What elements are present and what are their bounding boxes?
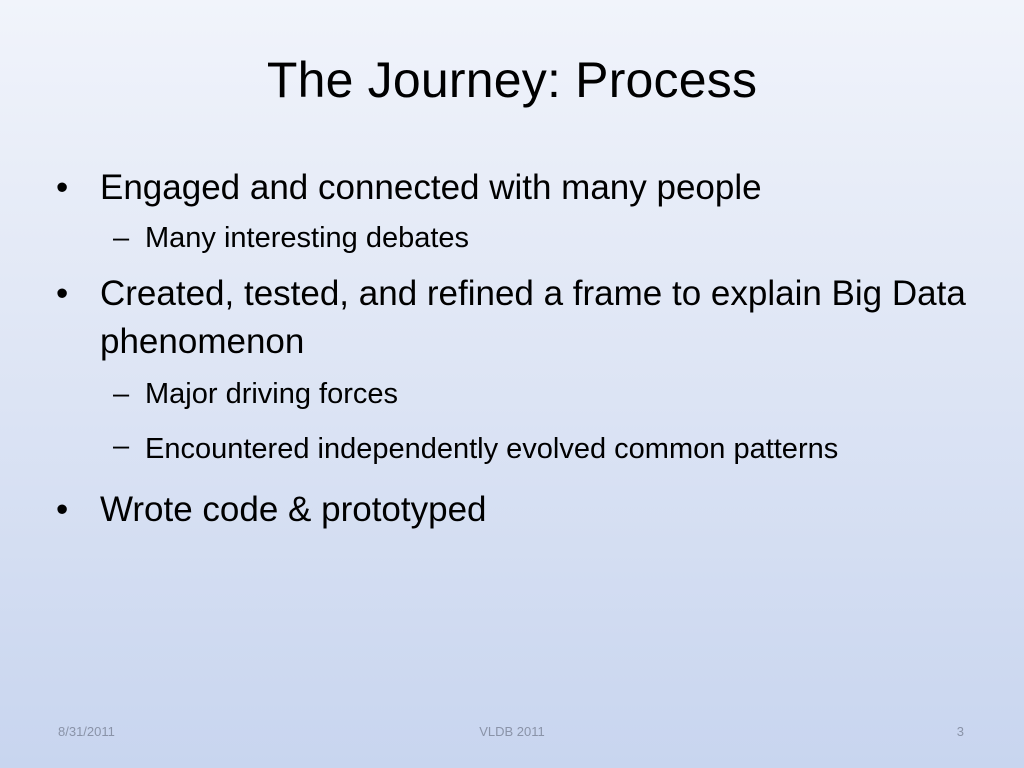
page-number: 3 <box>956 724 964 739</box>
sub-bullet-item: – Many interesting debates <box>56 218 986 258</box>
bullet-text: Engaged and connected with many people <box>100 168 762 207</box>
bullet-marker: • <box>56 168 69 207</box>
slide-title: The Journey: Process <box>266 52 758 108</box>
bullet-item: • Wrote code & prototyped <box>56 486 986 534</box>
sub-bullet-marker: – <box>113 430 130 462</box>
bullet-text: Wrote code & prototyped <box>100 490 487 529</box>
bullet-item: • Created, tested, and refined a frame t… <box>56 270 986 366</box>
slide-content: • Engaged and connected with many people… <box>56 164 986 534</box>
bullet-marker: • <box>56 490 69 529</box>
sub-bullet-item: – Major driving forces <box>56 374 986 414</box>
sub-bullet-marker: – <box>113 222 130 254</box>
footer-date: 8/31/2011 <box>58 724 115 739</box>
bullet-text: Created, tested, and refined a frame to … <box>100 274 966 361</box>
sub-bullet-text: Encountered independently evolved common… <box>145 433 839 465</box>
bullet-marker: • <box>56 274 69 313</box>
footer-event: VLDB 2011 <box>479 724 545 739</box>
bullet-item: • Engaged and connected with many people <box>56 164 986 212</box>
sub-bullet-text: Major driving forces <box>145 378 399 410</box>
sub-bullet-marker: – <box>113 378 130 410</box>
sub-bullet-item: – Encountered independently evolved comm… <box>56 426 986 472</box>
sub-bullet-text: Many interesting debates <box>145 222 470 254</box>
